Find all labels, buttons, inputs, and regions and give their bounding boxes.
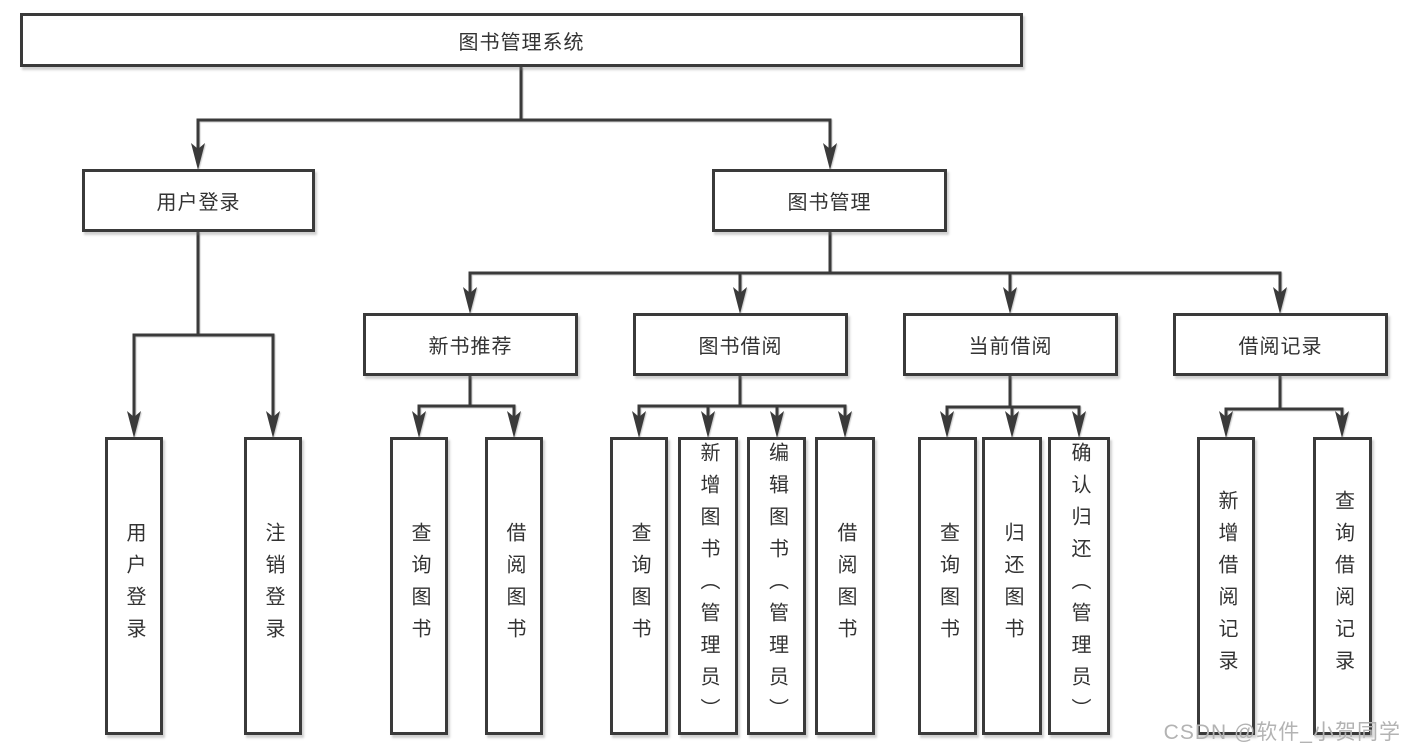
leaf-add-borrow-record: 新增借阅记录 — [1197, 437, 1255, 735]
node-new-book-recommend: 新书推荐 — [363, 313, 578, 376]
leaf-query-borrow-record: 查询借阅记录 — [1313, 437, 1372, 735]
node-current-borrow: 当前借阅 — [903, 313, 1118, 376]
leaf-confirm-return-admin: 确认归还（管理员） — [1048, 437, 1110, 735]
leaf-return-books: 归还图书 — [982, 437, 1042, 735]
node-book-management: 图书管理 — [712, 169, 947, 232]
leaf-edit-books-admin: 编辑图书（管理员） — [747, 437, 806, 735]
leaf-borrow-books-recommend: 借阅图书 — [485, 437, 543, 735]
node-borrow-records: 借阅记录 — [1173, 313, 1388, 376]
node-user-login: 用户登录 — [82, 169, 315, 232]
leaf-logout: 注销登录 — [244, 437, 302, 735]
leaf-add-books-admin: 新增图书（管理员） — [678, 437, 738, 735]
leaf-query-books-current: 查询图书 — [918, 437, 977, 735]
leaf-query-books-recommend: 查询图书 — [390, 437, 448, 735]
node-root: 图书管理系统 — [20, 13, 1023, 67]
leaf-query-books-borrow: 查询图书 — [610, 437, 668, 735]
leaf-user-login: 用户登录 — [105, 437, 163, 735]
node-book-borrow: 图书借阅 — [633, 313, 848, 376]
watermark-text: CSDN @软件_小贺同学 — [1163, 721, 1401, 744]
leaf-borrow-books-borrow: 借阅图书 — [815, 437, 875, 735]
